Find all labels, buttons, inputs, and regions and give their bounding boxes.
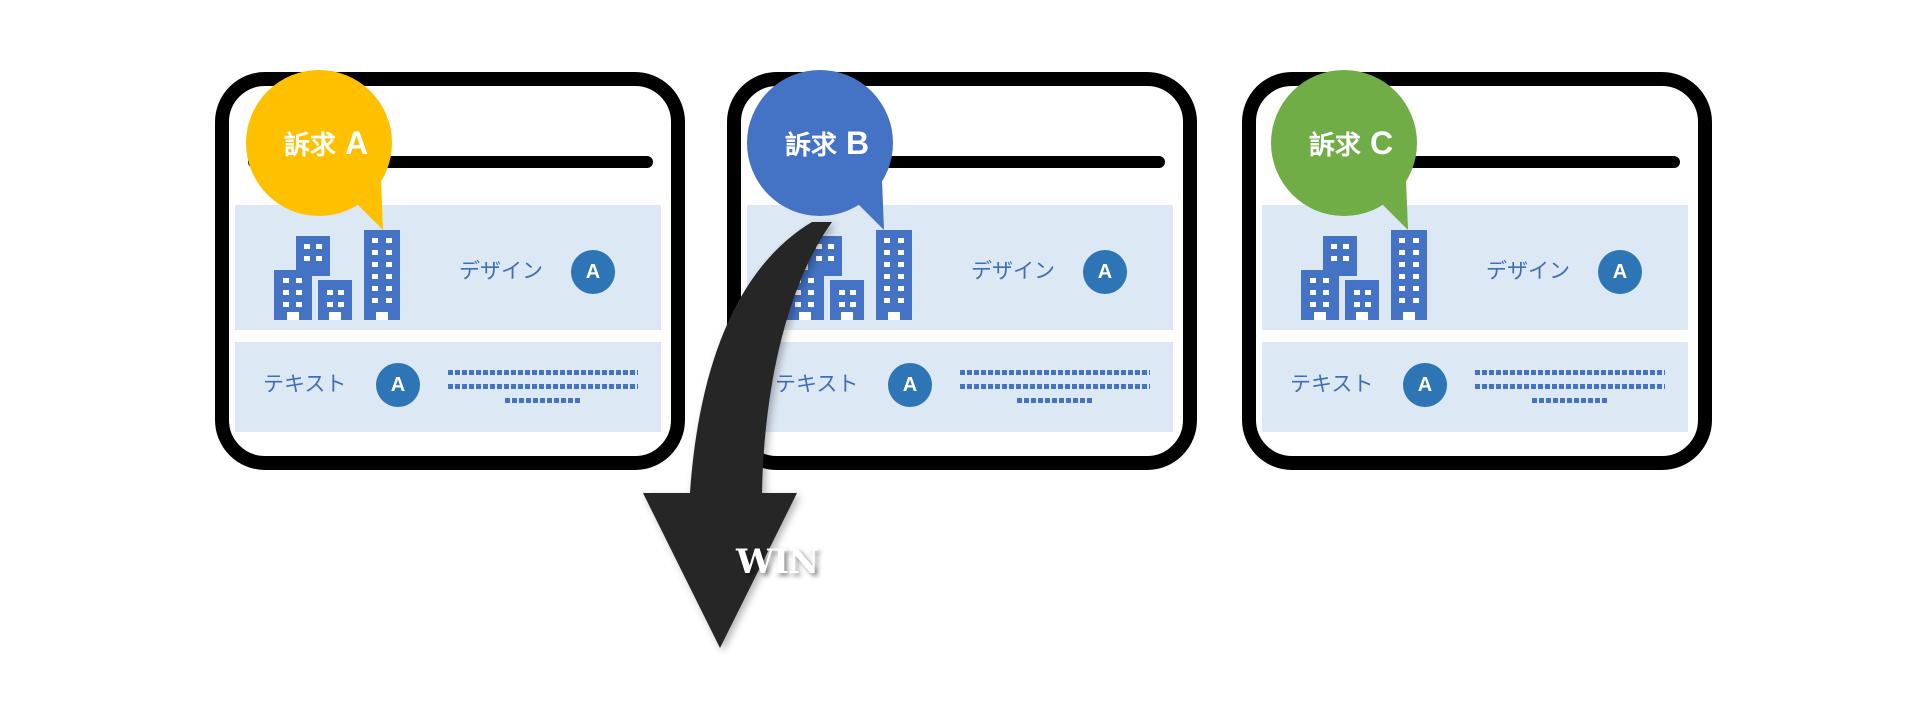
appeal-b-label: 訴求 B [784,125,870,161]
speech-bubble-a [246,70,392,230]
text-placeholder-line [1475,370,1665,375]
design-badge: A [1083,250,1127,294]
design-badge: A [1598,250,1642,294]
text-placeholder-line [448,370,638,375]
text-badge: A [888,363,932,407]
speech-bubble-b [747,70,893,230]
text-placeholder-line [1475,384,1665,389]
text-placeholder-line [960,384,1150,389]
text-label: テキスト [775,372,859,396]
win-label: WIN [736,542,819,582]
text-badge: A [1403,363,1447,407]
text-placeholder-line [448,384,638,389]
design-label: デザイン [459,259,543,283]
speech-bubble-c [1271,70,1417,230]
ad-card-a: デザイン A テキスト A 訴求 A [215,70,685,470]
text-placeholder-line [1017,398,1093,403]
text-label: テキスト [263,372,347,396]
ad-card-c: デザイン A テキスト A 訴求 C [1242,70,1712,470]
text-placeholder-line [505,398,581,403]
design-label: デザイン [971,259,1055,283]
text-badge: A [376,363,420,407]
text-placeholder-line [960,370,1150,375]
design-badge: A [571,250,615,294]
text-placeholder-line [1532,398,1608,403]
appeal-a-label: 訴求 A [283,125,369,161]
text-label: テキスト [1290,372,1374,396]
ad-card-b: デザイン A テキスト A 訴求 B [727,70,1197,470]
appeal-c-label: 訴求 C [1308,125,1394,161]
design-label: デザイン [1486,259,1570,283]
